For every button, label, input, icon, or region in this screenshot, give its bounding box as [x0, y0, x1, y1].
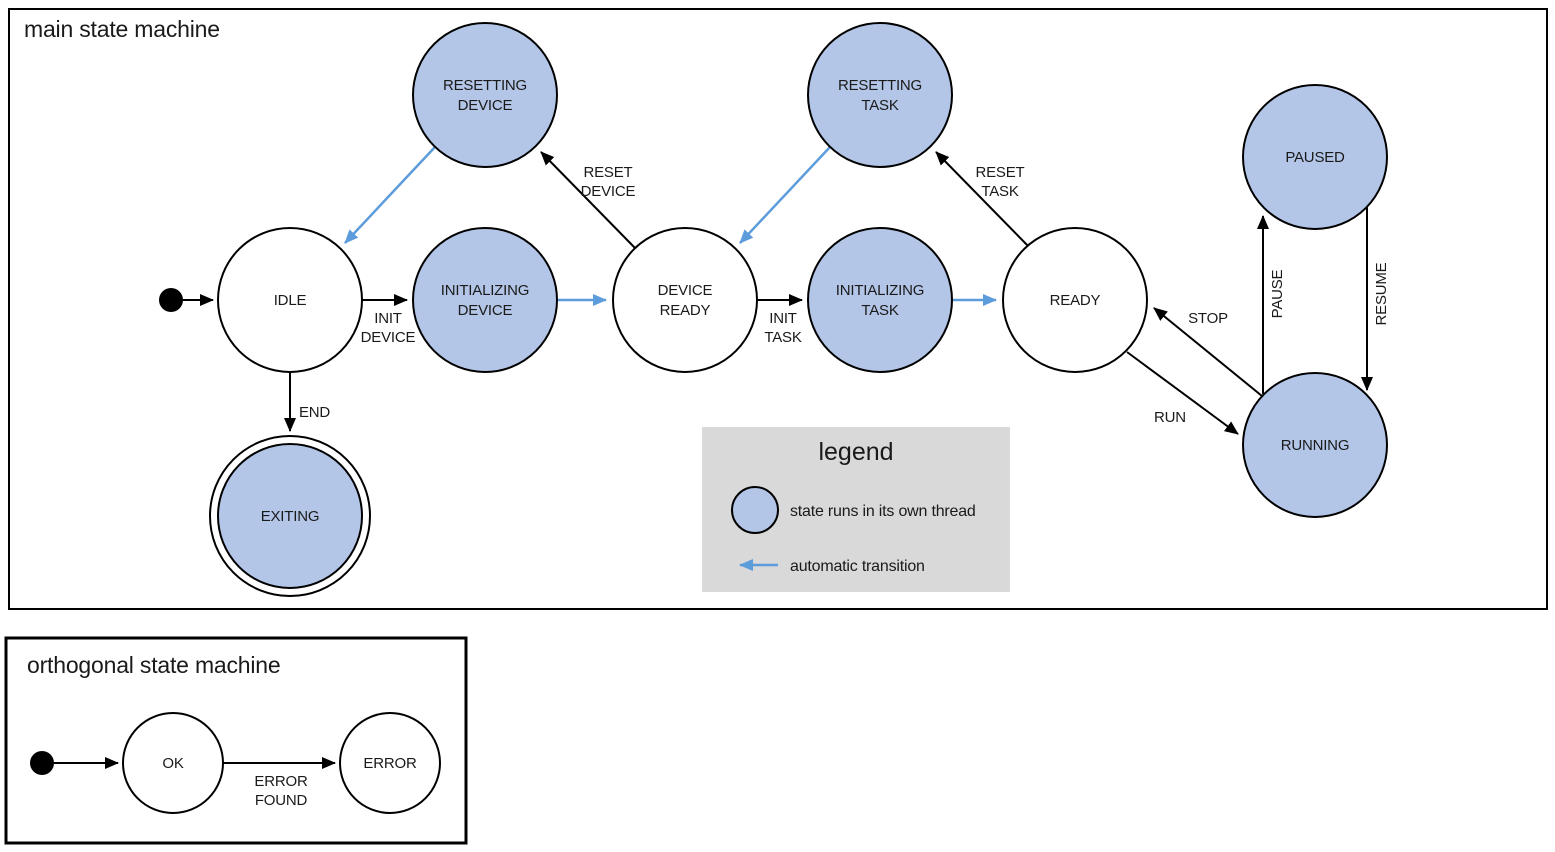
state-error: ERROR: [339, 712, 441, 814]
state-exiting: EXITING: [209, 435, 371, 597]
state-running: RUNNING: [1242, 372, 1388, 518]
transition-label-reset-device-line1: RESET: [583, 164, 632, 181]
state-running-label: RUNNING: [1281, 437, 1350, 454]
legend-title: legend: [818, 438, 893, 466]
transition-reset-task: [935, 151, 1031, 249]
orthogonal-machine-border: [4, 636, 468, 845]
state-running-circle: [1242, 372, 1388, 518]
state-exiting-inner-circle: [217, 443, 363, 589]
state-initializing-task-label-line1: INITIALIZING: [836, 282, 924, 299]
auto-transition-resetting-device-to-idle: [344, 146, 436, 244]
transition-label-resume: RESUME: [1373, 262, 1390, 325]
state-resetting-device-circle: [412, 22, 558, 168]
transition-label-init-task-line2: TASK: [764, 329, 801, 346]
transition-label-run: RUN: [1154, 409, 1186, 426]
transition-run: [1126, 351, 1239, 435]
state-initializing-device-circle: [412, 227, 558, 373]
state-resetting-task-label-line2: TASK: [861, 97, 898, 114]
state-initializing-task-label-line2: TASK: [861, 302, 898, 319]
state-device-ready-label-line2: READY: [660, 302, 711, 319]
state-ready: READY: [1002, 227, 1148, 373]
state-ready-circle: [1002, 227, 1148, 373]
transition-label-error-found-line2: FOUND: [255, 792, 308, 809]
state-idle-label: IDLE: [274, 292, 307, 309]
legend-threaded-state-icon: [731, 486, 779, 534]
transition-label-pause: PAUSE: [1269, 269, 1286, 318]
orthogonal-state-machine-panel: orthogonal state machine OK ERROR FOUND …: [4, 636, 468, 845]
state-resetting-device-label-line1: RESETTING: [443, 77, 527, 94]
transition-label-init-device-line1: INIT: [374, 310, 402, 327]
state-ok: OK: [122, 712, 224, 814]
state-initializing-device-label-line1: INITIALIZING: [441, 282, 529, 299]
transition-reset-device: [540, 151, 636, 249]
state-initializing-device-label-line2: DEVICE: [458, 302, 513, 319]
state-paused: PAUSED: [1242, 84, 1388, 230]
main-machine-border: [8, 8, 1548, 610]
main-state-machine-panel: main state machine INIT DEVICE RESET DEV…: [8, 8, 1548, 610]
state-resetting-task-circle: [807, 22, 953, 168]
legend-item-auto-transition-label: automatic transition: [790, 558, 925, 575]
state-initializing-task: INITIALIZING TASK: [807, 227, 953, 373]
transition-label-reset-task-line2: TASK: [981, 183, 1018, 200]
state-resetting-device-label-line2: DEVICE: [458, 97, 513, 114]
state-device-ready-circle: [612, 227, 758, 373]
transition-label-init-task-line1: INIT: [769, 310, 797, 327]
state-device-ready-label-line1: DEVICE: [658, 282, 713, 299]
main-machine-title: main state machine: [24, 16, 220, 42]
state-resetting-task: RESETTING TASK: [807, 22, 953, 168]
state-resetting-device: RESETTING DEVICE: [412, 22, 558, 168]
state-initializing-task-circle: [807, 227, 953, 373]
transition-label-reset-device-line2: DEVICE: [581, 183, 636, 200]
state-error-label: ERROR: [363, 755, 417, 772]
legend-item-threaded-label: state runs in its own thread: [790, 503, 976, 520]
state-paused-circle: [1242, 84, 1388, 230]
transition-label-init-device-line2: DEVICE: [361, 329, 416, 346]
state-paused-label: PAUSED: [1285, 149, 1345, 166]
state-idle: IDLE: [217, 227, 363, 373]
transition-label-stop: STOP: [1188, 310, 1228, 327]
main-initial-state-dot: [159, 288, 183, 312]
state-idle-circle: [217, 227, 363, 373]
orthogonal-initial-state-dot: [30, 751, 54, 775]
transition-stop: [1153, 307, 1263, 397]
state-ready-label: READY: [1050, 292, 1101, 309]
auto-transition-resetting-task-to-device-ready: [739, 146, 831, 244]
state-resetting-task-label-line1: RESETTING: [838, 77, 922, 94]
state-initializing-device: INITIALIZING DEVICE: [412, 227, 558, 373]
state-error-circle: [339, 712, 441, 814]
transition-label-reset-task-line1: RESET: [975, 164, 1024, 181]
transition-label-error-found-line1: ERROR: [254, 773, 308, 790]
orthogonal-machine-title: orthogonal state machine: [27, 652, 280, 678]
state-device-ready: DEVICE READY: [612, 227, 758, 373]
state-ok-label: OK: [162, 755, 183, 772]
transition-label-end: END: [299, 404, 330, 421]
state-exiting-label: EXITING: [261, 508, 320, 525]
legend: legend state runs in its own thread auto…: [702, 427, 1010, 592]
